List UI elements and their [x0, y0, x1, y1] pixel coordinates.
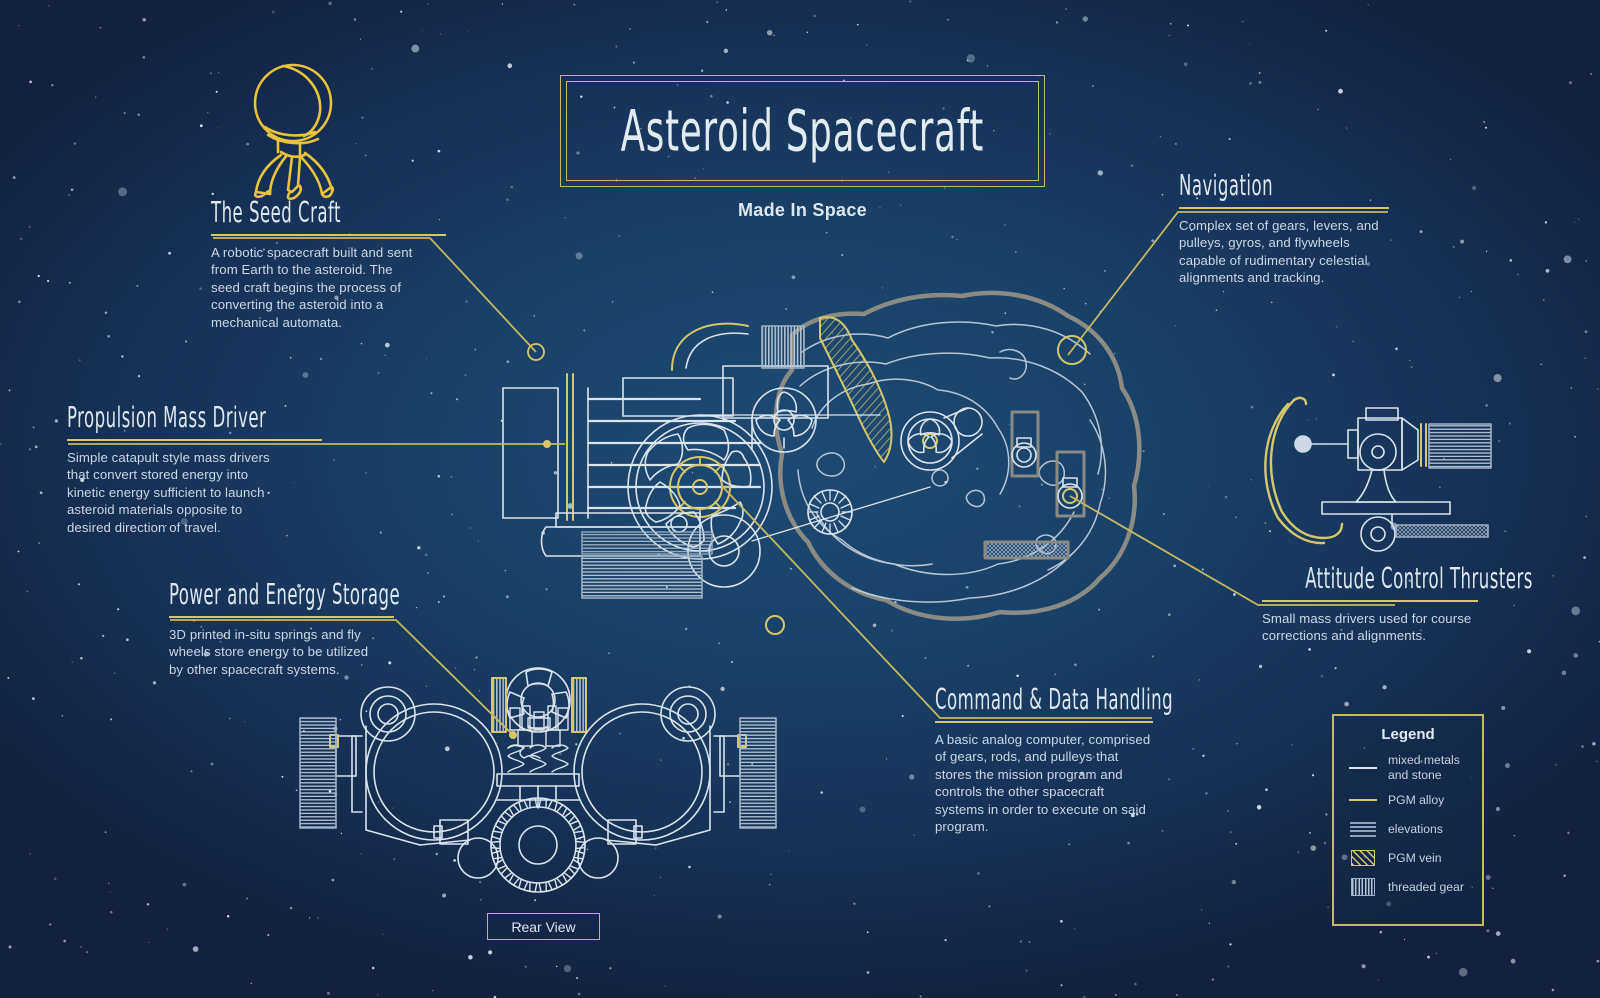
attitude-thruster-illustration	[1264, 396, 1492, 552]
seed-craft-icon	[253, 63, 335, 201]
callout-propulsion-rule	[67, 439, 322, 441]
leader-command	[720, 484, 1152, 719]
callout-command-and-data-handling: Command & Data Handling A basic analog c…	[935, 686, 1173, 836]
navigation-gyro	[900, 407, 983, 471]
leader-power	[170, 619, 514, 736]
subtitle: Made In Space	[738, 200, 867, 220]
leader-lines	[68, 211, 1395, 739]
propulsion-assembly	[502, 322, 931, 599]
diagonal-hatch-box-icon	[1348, 847, 1378, 869]
leader-navigation	[1067, 211, 1388, 356]
page-title: Asteroid Spacecraft	[620, 97, 985, 165]
rear-view-illustration	[299, 667, 777, 893]
legend-item-mixed-metals: mixed metals and stone	[1348, 753, 1482, 782]
legend-item-pgm-alloy: PGM alloy	[1348, 789, 1482, 811]
legend-title: Legend	[1381, 726, 1435, 743]
title-box: Asteroid Spacecraft	[560, 75, 1045, 187]
callout-command-body: A basic analog computer, comprised of ge…	[935, 732, 1151, 835]
thruster-modules	[983, 410, 1086, 560]
callout-power-body: 3D printed in-situ springs and fly wheel…	[169, 627, 369, 677]
legend-panel: Legend mixed metals and stone PGM alloy …	[1332, 714, 1484, 926]
solid-gold-line-icon	[1348, 789, 1378, 811]
legend-item-pgm-vein: PGM vein	[1348, 847, 1482, 869]
callout-propulsion-mass-driver: Propulsion Mass Driver Simple catapult s…	[67, 404, 322, 536]
callout-seed-craft-body: A robotic spacecraft built and sent from…	[211, 245, 413, 330]
legend-item-label: PGM alloy	[1388, 792, 1445, 807]
callout-command-rule	[935, 721, 1153, 723]
leader-attitude	[1069, 495, 1395, 606]
asteroid-outline	[773, 290, 1142, 621]
callout-attitude-rule	[1262, 600, 1478, 602]
legend-item-label: mixed metals and stone	[1388, 753, 1460, 782]
callout-attitude-heading: Attitude Control Thrusters	[1305, 563, 1533, 596]
legend-item-label: PGM vein	[1388, 850, 1442, 865]
callout-propulsion-heading: Propulsion Mass Driver	[67, 402, 267, 435]
vertical-lines-box-icon	[1348, 876, 1378, 898]
legend-item-elevations: elevations	[1348, 818, 1482, 840]
callout-power-rule	[169, 616, 394, 618]
callout-navigation: Navigation Complex set of gears, levers,…	[1179, 172, 1389, 287]
callout-navigation-body: Complex set of gears, levers, and pulley…	[1179, 218, 1379, 286]
rear-view-caption: Rear View	[487, 913, 600, 940]
pgm-vein	[819, 316, 893, 463]
legend-item-label: elevations	[1388, 821, 1443, 836]
callout-power-and-energy-storage: Power and Energy Storage 3D printed in-s…	[169, 581, 400, 678]
solid-white-line-icon	[1348, 757, 1378, 779]
horizontal-lines-icon	[1348, 818, 1378, 840]
callout-propulsion-body: Simple catapult style mass drivers that …	[67, 450, 270, 535]
callout-navigation-heading: Navigation	[1179, 170, 1274, 203]
legend-item-label: threaded gear	[1388, 879, 1464, 894]
callout-seed-craft-rule	[211, 234, 446, 236]
leader-seed-craft	[213, 237, 537, 353]
callout-seed-craft: The Seed Craft A robotic spacecraft buil…	[211, 199, 446, 331]
callout-navigation-rule	[1179, 207, 1389, 209]
callout-attitude-control-thrusters: Attitude Control Thrusters Small mass dr…	[1262, 565, 1532, 645]
legend-item-threaded-gear: threaded gear	[1348, 876, 1482, 898]
callout-attitude-body: Small mass drivers used for course corre…	[1262, 611, 1472, 644]
callout-command-heading: Command & Data Handling	[935, 684, 1174, 717]
callout-power-heading: Power and Energy Storage	[169, 579, 401, 612]
callout-seed-craft-heading: The Seed Craft	[211, 197, 341, 230]
